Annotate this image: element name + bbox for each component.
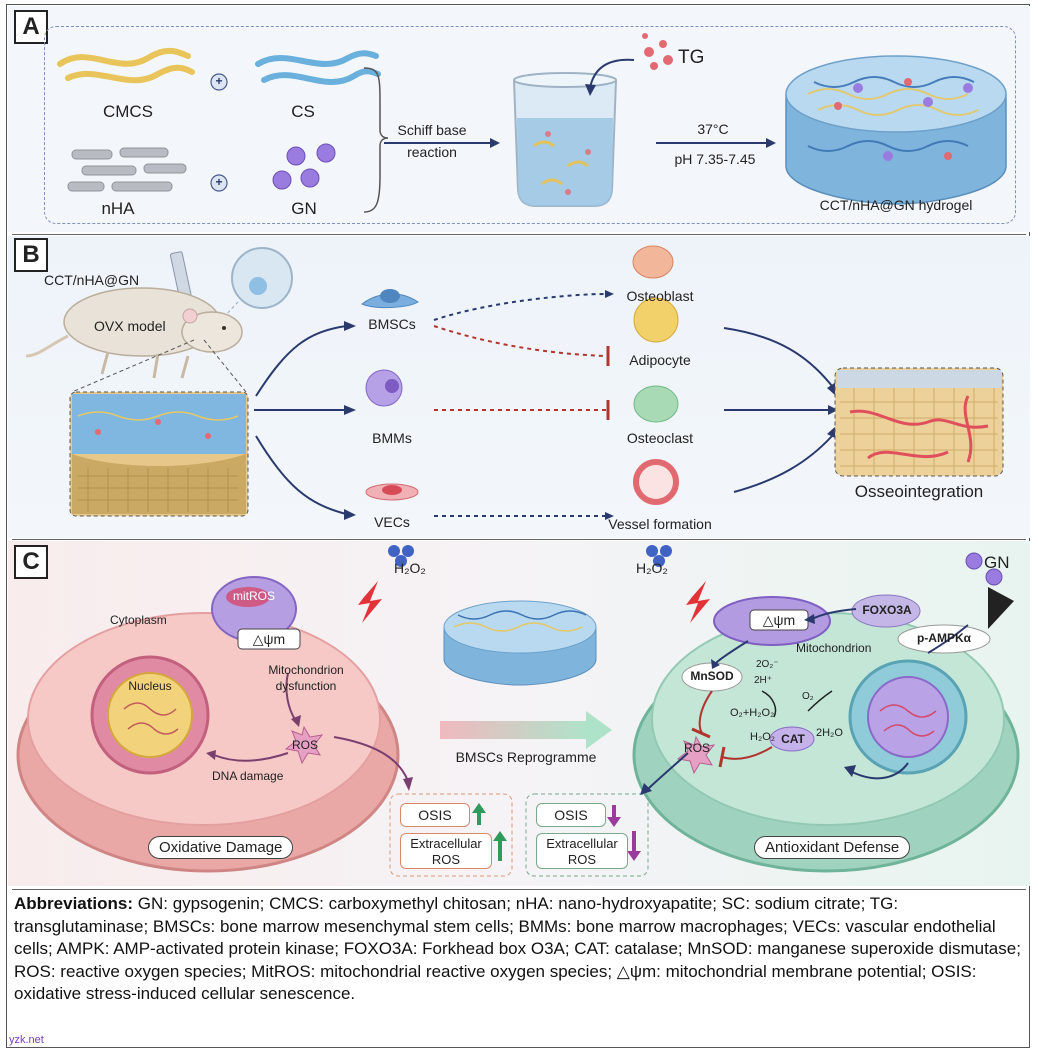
mitros-label: mitROS [233,589,275,603]
delta-psim-right-label: △ψm [762,612,796,628]
osis-down-box: OSIS [536,803,606,827]
abbreviations-heading: Abbreviations: [14,894,134,913]
bmscs-label: BMSCs [368,316,416,332]
vecs-label: VECs [374,514,410,530]
h2o2-right-label: H₂O₂ [636,560,668,576]
cat-label: CAT [781,732,805,746]
foxo3a-label: FOXO3A [862,603,912,617]
bmscs-reprogramme-label: BMSCs Reprogramme [455,749,597,765]
schiff-base-label: Schiff base [397,122,467,138]
extracellular-down-line1: Extracellular [546,836,618,851]
o2-h2o2-label: O₂+H₂O₂ [730,707,775,719]
plus-sign-bottom: + [215,175,223,189]
water-label: 2H₂O [816,727,843,739]
superoxide-label: 2O₂⁻ [756,659,779,670]
protons-label: 2H⁺ [754,675,773,686]
extracellular-ros-up-box: Extracellular ROS [400,833,492,869]
extracellular-ros-down-box: Extracellular ROS [536,833,628,869]
ros-left-label: ROS [292,738,319,752]
reaction-label: reaction [407,144,457,160]
osteoblast-label: Osteoblast [626,288,694,304]
mitochondrion-label: Mitochondrion [796,641,872,655]
o2-label: O₂ [802,691,814,702]
gn-label: GN [291,199,317,218]
panel-b-letter: B [14,238,48,272]
hydrogel-label: CCT/nHA@GN hydrogel [819,197,973,213]
decrease-arrow-icon [607,805,641,861]
panel-b: B [8,236,1030,538]
mnsod-label: MnSOD [690,669,734,683]
separator-c-abbr [12,889,1026,890]
nucleus-label: Nucleus [128,679,172,693]
temperature-label: 37°C [697,121,729,137]
cmcs-label: CMCS [102,102,154,121]
vessel-formation-label: Vessel formation [608,516,712,532]
abbreviations-text: GN: gypsogenin; CMCS: carboxymethyl chit… [14,894,1021,1003]
panel-c: C [8,541,1030,886]
extracellular-up-line2: ROS [431,852,461,867]
injection-label: CCT/nHA@GN [44,272,140,288]
adipocyte-label: Adipocyte [629,352,691,368]
delta-psim-left-label: △ψm [252,631,286,647]
osseointegration-label: Osseointegration [854,482,984,501]
plus-sign-top: + [215,74,223,88]
panel-c-letter: C [14,545,48,579]
tg-label: TG [678,47,705,68]
oxidative-damage-label: Oxidative Damage [148,836,294,859]
h2o2-cat-label: H₂O₂ [750,731,776,743]
cs-label: CS [291,102,315,121]
osis-up-box: OSIS [400,803,470,827]
panel-b-graphics [25,245,1004,520]
h2o2-left-label: H₂O₂ [394,560,426,576]
extracellular-up-line1: Extracellular [410,836,482,851]
panel-c-graphics [16,545,1020,877]
extracellular-down-line2: ROS [567,852,597,867]
panel-a-frame [44,26,1016,224]
mito-dysfunction-line2: dysfunction [275,679,337,693]
ovx-model-label: OVX model [94,318,166,334]
p-ampk-label: p-AMPKα [916,631,972,645]
watermark: yzk.net [9,1034,44,1046]
ph-label: pH 7.35-7.45 [674,151,756,167]
separator-b-c [12,539,1026,540]
panel-a: A [8,6,1030,232]
separator-a-b [12,234,1026,235]
antioxidant-defense-label: Antioxidant Defense [754,836,911,859]
increase-arrow-icon [472,803,507,861]
gn-right-label: GN [984,553,1010,572]
abbreviations-block: Abbreviations: GN: gypsogenin; CMCS: car… [14,893,1024,1006]
osteoclast-label: Osteoclast [626,430,694,446]
cytoplasm-label: Cytoplasm [110,613,167,627]
bmms-label: BMMs [372,430,412,446]
panel-a-graphics [57,33,1007,213]
nha-label: nHA [101,199,135,218]
ros-right-label: ROS [684,741,711,755]
mito-dysfunction-line1: Mitochondrion [268,663,344,677]
dna-damage-label: DNA damage [212,769,284,783]
panel-a-letter: A [14,10,48,44]
